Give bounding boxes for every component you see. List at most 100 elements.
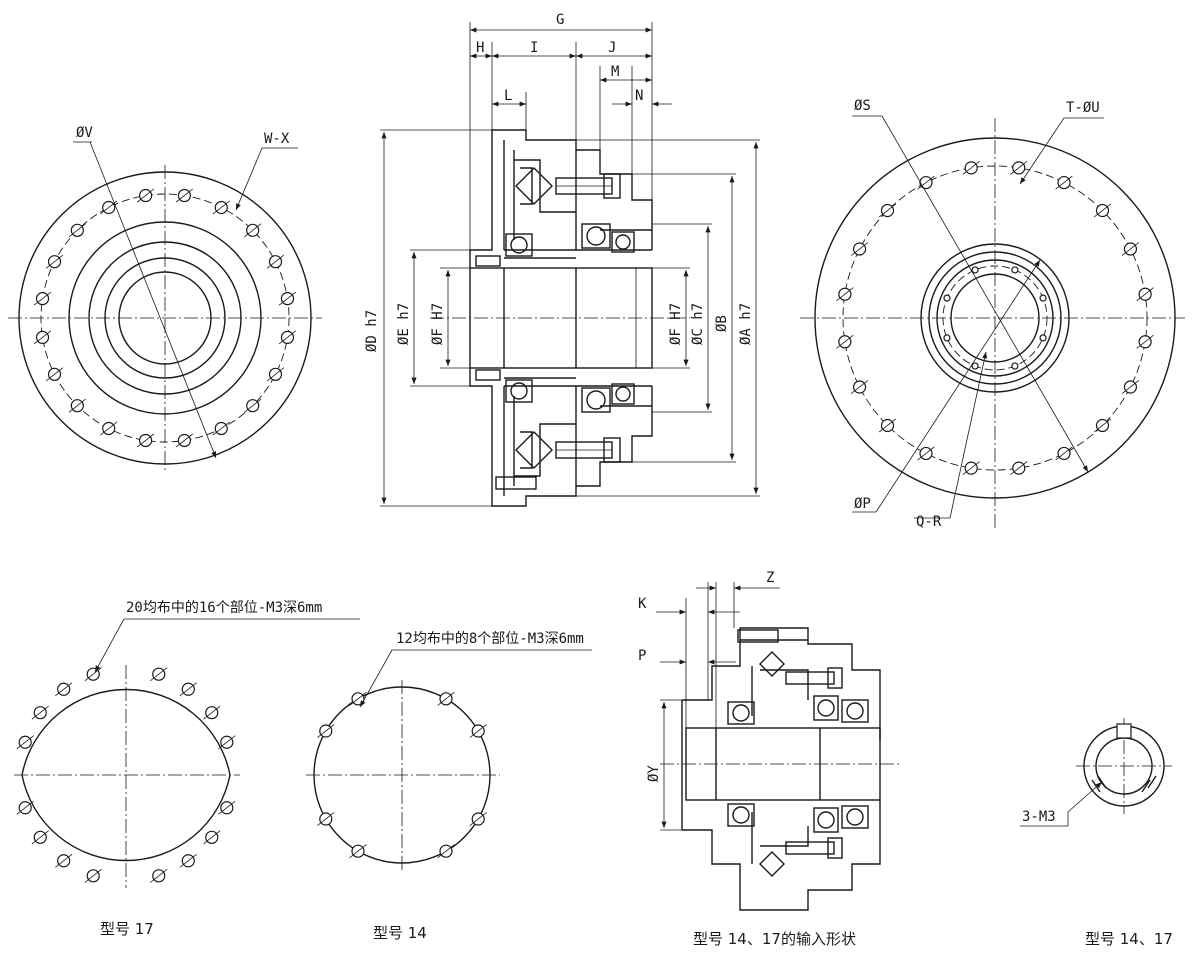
hole-mark [317,812,335,826]
hole [1039,334,1047,342]
hole-mark [150,667,168,682]
hole-mark [437,844,455,859]
hole-mark [31,830,49,845]
dim-label-v: ØV [76,125,93,141]
dim-label-e: ØE h7 [396,303,412,345]
hole-mark [1136,334,1154,349]
hole-mark [1121,242,1140,256]
hole-mark [218,800,236,815]
hole-pattern-model14 [306,649,592,870]
caption-model14: 型号 14 [373,924,427,942]
hole-mark [349,844,367,859]
dim-label-j: J [608,40,616,56]
hole-mark [179,682,197,697]
m3-holes-model17 [16,667,236,883]
hole-mark [878,203,897,218]
hole-mark [175,188,194,203]
dim-label-f-left: ØF H7 [430,303,446,345]
dim-label-qr: Q-R [916,514,942,530]
front-view-right [800,115,1185,530]
hole [1011,266,1019,274]
hole-mark [16,800,34,815]
hole-mark [317,724,335,738]
dim-label-h: H [476,40,484,56]
dim-label-s: ØS [854,98,871,114]
hole-mark [469,724,487,738]
hole [971,266,979,274]
hole-mark [136,188,155,203]
hole-pattern-model17 [14,618,360,888]
dim-label-p-right: ØP [854,496,871,512]
hole-mark [962,160,980,175]
hole-mark [278,291,297,306]
hole-mark [1093,418,1112,433]
hole-mark [266,367,285,382]
hole-mark [850,242,869,256]
hole-mark [836,334,854,349]
hole-mark [68,223,86,238]
hole [1039,294,1047,302]
hole-mark [31,705,49,720]
dim-label-f-right: ØF H7 [668,303,684,345]
input-shape-section [656,582,900,911]
dim-label-p-input: P [638,648,646,664]
bolt-holes-right [836,160,1154,476]
dim-label-l: L [504,88,512,104]
hole-mark [33,291,52,306]
caption-model14-17: 型号 14、17 [1085,930,1173,948]
hole-mark [218,735,236,750]
hole [943,294,951,302]
dim-label-n: N [635,88,643,104]
hole-mark [16,735,34,750]
hole-mark [469,812,487,826]
hole-mark [55,853,73,868]
hole-mark [175,433,194,448]
hole-mark [1055,446,1073,461]
dim-label-a: ØA h7 [738,303,754,345]
hole-mark [68,398,86,413]
note-model14-holes: 12均布中的8个部位-M3深6mm [396,631,584,647]
hole-mark [850,380,869,394]
inner-holes-right [943,266,1047,370]
hole-mark [45,367,64,382]
m3-holes-model14 [317,691,487,859]
hole-mark [203,830,221,845]
caption-model17: 型号 17 [100,920,154,938]
hole-mark [136,433,155,448]
hole-mark [266,254,285,269]
hole-mark [1093,203,1112,218]
dim-label-m3: 3-M3 [1022,809,1056,825]
hole-mark [878,418,897,433]
hole-mark [212,200,230,215]
dim-label-y: ØY [646,765,662,782]
hole-mark [100,421,118,436]
hole-mark [917,175,935,190]
dim-label-d: ØD h7 [364,310,380,352]
dim-label-k: K [638,596,647,612]
hole-mark [33,330,52,345]
hole-mark [244,398,262,413]
hole [1011,362,1019,370]
hole-mark [917,446,935,461]
hole-mark [437,691,455,706]
hole-mark [1055,175,1073,190]
dim-label-c: ØC h7 [690,303,706,345]
bolt-holes-left [33,188,297,448]
hole-mark [1121,380,1140,394]
section-view-center [380,22,760,507]
hole [971,362,979,370]
caption-input-shape: 型号 14、17的输入形状 [693,930,856,948]
hole-mark [203,705,221,720]
hole-mark [1010,461,1028,476]
dim-label-tu: T-ØU [1066,100,1100,116]
dim-label-g: G [556,12,564,28]
hole-mark [962,461,980,476]
dim-label-z: Z [766,570,774,586]
front-view-left [8,141,322,470]
hole-mark [1136,287,1154,302]
hole-mark [836,287,854,302]
hole-mark [45,254,64,269]
hole-mark [349,691,367,706]
hole-mark [84,868,102,883]
